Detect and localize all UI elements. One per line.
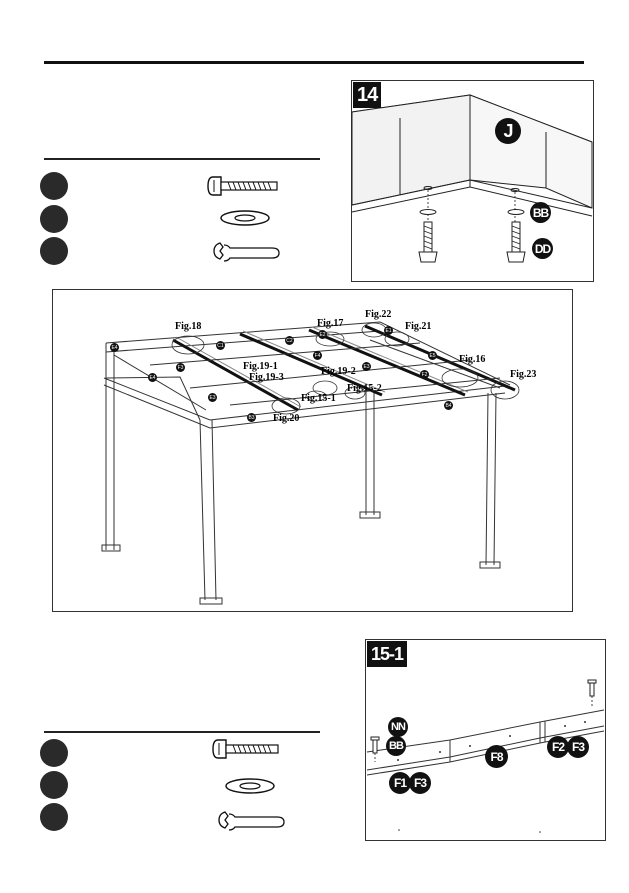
figure-label: Fig.15-2 [347,383,382,394]
part-label-f3: F3 [409,772,431,794]
step-badge: 14 [353,82,382,108]
parts-list-rule [44,731,320,733]
parts-bullet-3 [40,237,68,265]
figure-label: Fig.19-3 [249,372,284,383]
parts-bullet-2 [40,771,68,799]
part-tag: F2 [420,370,429,379]
part-label-nn: NN [388,717,408,737]
figure-label: Fig.23 [510,369,537,380]
bolt-icon [207,176,278,196]
figure-label: Fig.15-1 [301,393,336,404]
figure-label: Fig.16 [459,354,486,365]
washer-icon [220,210,270,226]
wrench-icon [218,811,285,831]
part-tag: C1 [216,341,225,350]
parts-bullet-1 [40,739,68,767]
part-tag: E3 [362,362,371,371]
part-label-bb: BB [386,736,406,756]
parts-bullet-1 [40,172,68,200]
figure-label: Fig.19-2 [321,366,356,377]
figure-label: Fig.19-1 [243,361,278,372]
washer-icon [225,778,275,794]
part-tag: E3 [208,393,217,402]
part-tag: F3 [176,363,185,372]
parts-bullet-3 [40,803,68,831]
part-tag: B3 [247,413,256,422]
part-tag: E5 [428,351,437,360]
part-label-f1: F1 [389,772,411,794]
part-tag: B4 [444,401,453,410]
part-label-j: J [495,118,521,144]
part-label-f8: F8 [485,745,508,768]
page-header-rule [44,61,584,64]
step-badge: 15-1 [367,641,408,667]
figure-label: Fig.20 [273,413,300,424]
parts-list-rule [44,158,320,160]
part-label-bb: BB [530,202,551,223]
part-tag: C2 [285,336,294,345]
part-label-dd: DD [532,238,553,259]
figure-label: Fig.17 [317,318,344,329]
figure-label: Fig.18 [175,321,202,332]
part-label-f2: F2 [547,736,569,758]
part-tag: E4 [148,373,157,382]
part-tag: E2 [318,330,327,339]
figure-label: Fig.22 [365,309,392,320]
wrench-icon [213,242,280,262]
parts-bullet-2 [40,205,68,233]
part-tag: E1 [384,326,393,335]
part-label-f3: F3 [567,736,589,758]
figure-label: Fig.21 [405,321,432,332]
part-tag: F4 [313,351,322,360]
bolt-icon [212,739,279,759]
part-tag: E4 [110,343,119,352]
